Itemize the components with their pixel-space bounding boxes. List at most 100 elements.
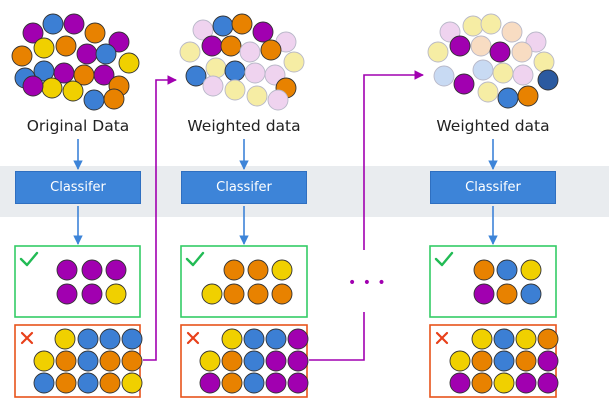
data-point-purple (537, 350, 559, 372)
data-point-yellow (493, 372, 515, 394)
data-point-purple (489, 41, 511, 63)
data-point-orange (247, 259, 269, 281)
ellipsis: • • • (348, 275, 387, 291)
column-label-3: Weighted data (436, 117, 550, 135)
classifier-label: Classifer (50, 180, 106, 195)
data-point-orange (11, 45, 33, 67)
cross-icon (435, 331, 449, 345)
data-point-yellow (118, 52, 140, 74)
data-point-light-yellow (533, 51, 555, 73)
data-point-light-orange (501, 21, 523, 43)
feedback-arrow-3 (363, 70, 424, 250)
classifier-label: Classifer (216, 180, 272, 195)
correct-box-2 (180, 245, 308, 318)
cross-icon (186, 331, 200, 345)
data-point-purple (265, 372, 287, 394)
data-point-yellow (33, 37, 55, 59)
data-point-blue (77, 350, 99, 372)
check-icon (19, 251, 39, 267)
data-point-blue (99, 328, 121, 350)
data-point-light-yellow (427, 41, 449, 63)
data-point-orange (471, 372, 493, 394)
data-point-yellow (520, 259, 542, 281)
data-point-orange (220, 35, 242, 57)
data-point-blue (224, 60, 246, 82)
data-point-blue (185, 65, 207, 87)
data-point-light-purple (244, 62, 266, 84)
data-point-purple (453, 73, 475, 95)
data-point-light-purple (239, 41, 261, 63)
data-point-orange (223, 283, 245, 305)
data-point-light-yellow (462, 15, 484, 37)
correct-box-3 (429, 245, 557, 318)
data-point-blue (42, 13, 64, 35)
column-label-1: Original Data (26, 117, 130, 135)
data-point-purple (473, 283, 495, 305)
data-point-yellow (105, 283, 127, 305)
data-point-purple (515, 372, 537, 394)
data-point-purple (76, 43, 98, 65)
data-point-light-blue (472, 59, 494, 81)
correct-box-1 (14, 245, 141, 318)
data-point-orange (537, 328, 559, 350)
data-point-light-yellow (179, 41, 201, 63)
data-point-purple (199, 372, 221, 394)
data-point-orange (473, 259, 495, 281)
data-point-blue (77, 328, 99, 350)
data-point-blue (520, 283, 542, 305)
data-point-yellow (41, 77, 63, 99)
data-point-purple (265, 350, 287, 372)
data-point-light-yellow (477, 81, 499, 103)
data-points-group (11, 13, 559, 394)
data-point-orange (103, 88, 125, 110)
data-point-blue (121, 328, 143, 350)
data-point-yellow (271, 259, 293, 281)
data-point-orange (496, 283, 518, 305)
data-point-light-purple (192, 19, 214, 41)
data-point-blue (243, 328, 265, 350)
data-point-light-purple (267, 89, 289, 111)
data-point-dark-blue (537, 69, 559, 91)
data-point-orange (121, 350, 143, 372)
data-point-purple (449, 35, 471, 57)
data-point-light-yellow (224, 79, 246, 101)
data-point-orange (55, 372, 77, 394)
data-point-light-yellow (283, 51, 305, 73)
classifier-box-1: Classifer (15, 171, 141, 204)
data-point-purple (93, 64, 115, 86)
data-point-orange (221, 350, 243, 372)
data-point-purple (449, 372, 471, 394)
data-point-blue (497, 87, 519, 109)
data-point-blue (83, 89, 105, 111)
data-point-purple (56, 259, 78, 281)
data-point-light-yellow (205, 57, 227, 79)
data-point-yellow (515, 328, 537, 350)
data-point-yellow (199, 350, 221, 372)
data-point-yellow (201, 283, 223, 305)
data-point-blue (265, 328, 287, 350)
data-point-purple (537, 372, 559, 394)
classifier-label: Classifer (465, 180, 521, 195)
data-point-orange (517, 85, 539, 107)
classifier-box-2: Classifer (181, 171, 307, 204)
data-point-orange (84, 22, 106, 44)
data-point-orange (55, 350, 77, 372)
data-point-orange (55, 35, 77, 57)
data-point-light-purple (202, 75, 224, 97)
data-point-purple (105, 259, 127, 281)
data-point-blue (243, 350, 265, 372)
check-icon (434, 251, 454, 267)
data-point-yellow (121, 372, 143, 394)
check-icon (185, 251, 205, 267)
data-point-purple (63, 13, 85, 35)
data-point-purple (252, 21, 274, 43)
data-point-orange (515, 350, 537, 372)
data-point-orange (223, 259, 245, 281)
data-point-purple (108, 31, 130, 53)
data-point-purple (56, 283, 78, 305)
data-point-blue (33, 372, 55, 394)
data-point-blue (493, 328, 515, 350)
data-point-purple (22, 75, 44, 97)
data-point-purple (81, 259, 103, 281)
data-point-purple (287, 350, 309, 372)
